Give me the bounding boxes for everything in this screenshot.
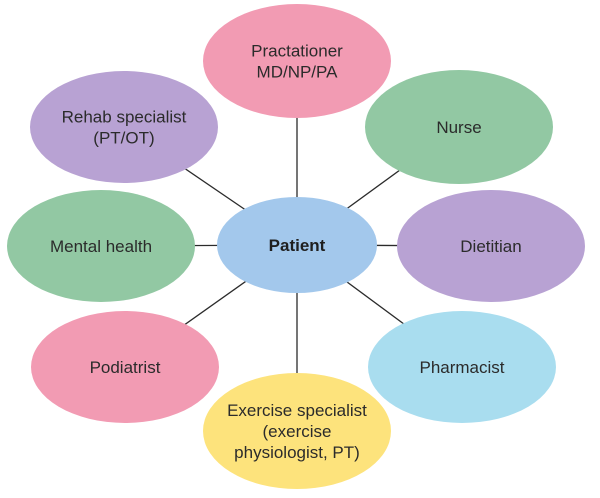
node-dietitian: Dietitian	[397, 190, 585, 302]
exercise-specialist-ellipse	[203, 373, 391, 489]
node-rehab-specialist: Rehab specialist (PT/OT)	[30, 71, 218, 183]
rehab-specialist-label-line-1: Rehab specialist	[62, 108, 187, 127]
practitioner-label-line-2: MD/NP/PA	[257, 63, 339, 82]
exercise-specialist-label-line-2: (exercise	[263, 422, 332, 441]
exercise-specialist-label-line-1: Exercise specialist	[227, 401, 367, 420]
center-node: Patient	[217, 197, 377, 293]
nurse-label-line-1: Nurse	[436, 118, 481, 137]
rehab-specialist-ellipse	[30, 71, 218, 183]
pharmacist-ellipse	[368, 311, 556, 423]
patient-ellipse	[217, 197, 377, 293]
dietitian-label-line-1: Dietitian	[460, 237, 521, 256]
node-mental-health: Mental health	[7, 190, 195, 302]
pharmacist-label-line-1: Pharmacist	[419, 358, 504, 377]
node-exercise-specialist: Exercise specialist (exercise physiologist…	[203, 373, 391, 489]
mental-health-ellipse	[7, 190, 195, 302]
patient-label: Patient	[269, 236, 326, 255]
node-nurse: Nurse	[365, 70, 553, 184]
podiatrist-label-line-1: Podiatrist	[90, 358, 161, 377]
node-pharmacist: Pharmacist	[368, 311, 556, 423]
dietitian-ellipse	[397, 190, 585, 302]
practitioner-label-line-1: Practationer	[251, 42, 343, 61]
practitioner-ellipse	[203, 4, 391, 118]
mental-health-label-line-1: Mental health	[50, 237, 152, 256]
nurse-ellipse	[365, 70, 553, 184]
podiatrist-ellipse	[31, 311, 219, 423]
exercise-specialist-label-line-3: physiologist, PT)	[234, 443, 360, 462]
node-podiatrist: Podiatrist	[31, 311, 219, 423]
rehab-specialist-label-line-2: (PT/OT)	[93, 129, 154, 148]
